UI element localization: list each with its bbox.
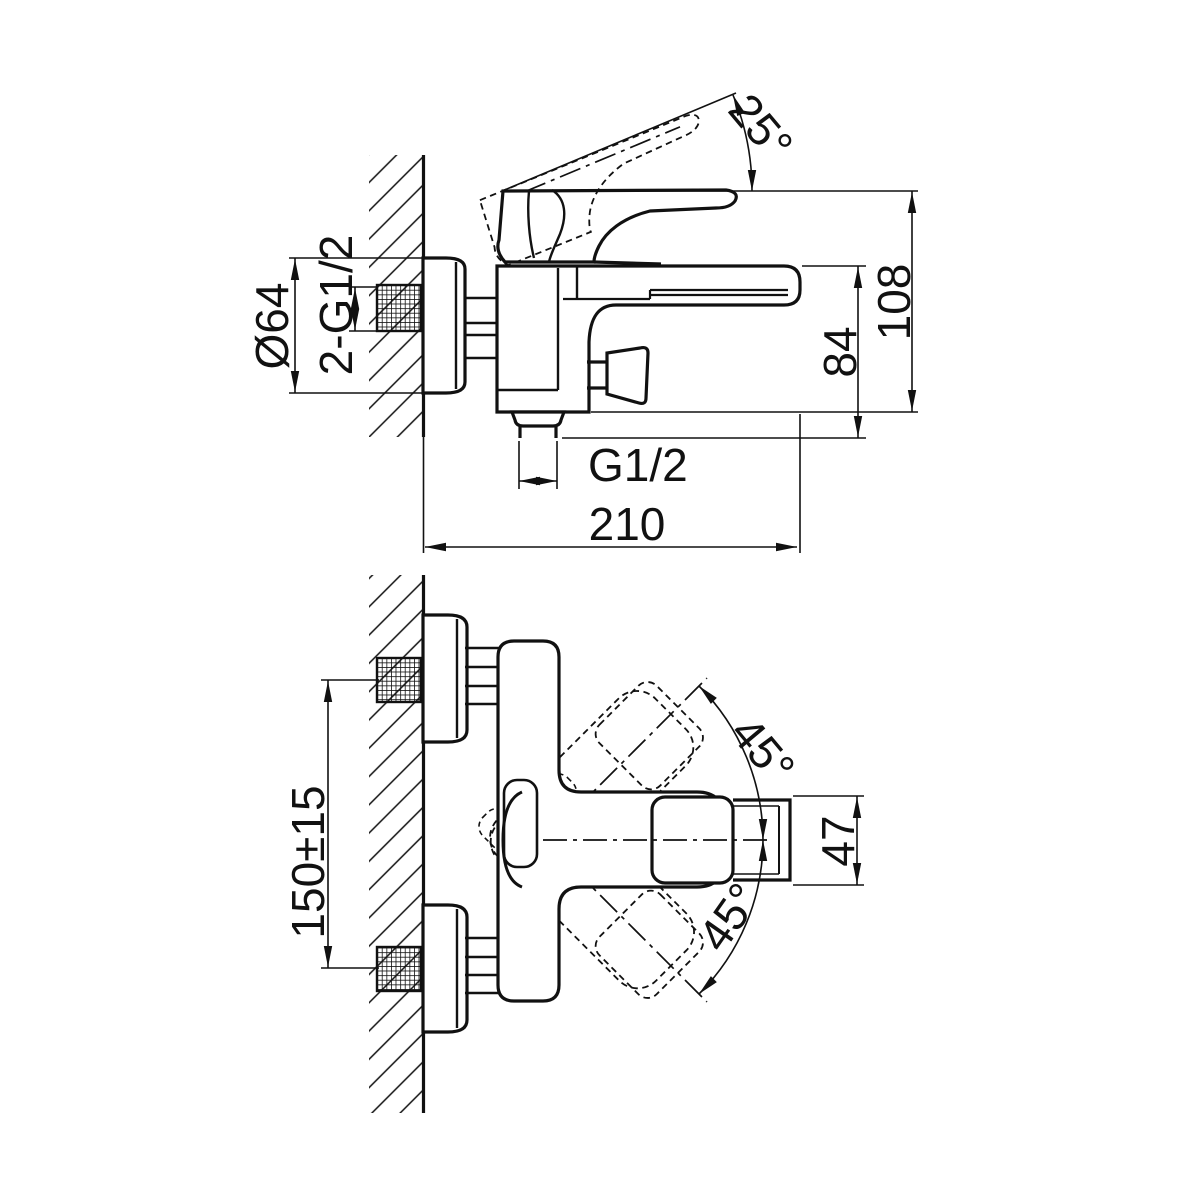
spout-rotated-down-dashed <box>479 767 710 1005</box>
label-handle-angle: 25° <box>719 84 804 171</box>
spout-rotated-up-dashed <box>472 675 710 906</box>
label-total-height: 108 <box>868 264 920 341</box>
wall-thread-block-side <box>375 283 423 333</box>
wall-thread-block-top <box>375 656 423 704</box>
wall-flange-top <box>421 613 469 744</box>
label-total-depth: 210 <box>589 498 666 550</box>
side-view-dimensions <box>289 92 918 553</box>
wall-flange-bottom <box>421 903 469 1034</box>
label-inlet-spacing: 150±15 <box>282 785 334 938</box>
wall-thread-block-bottom <box>375 945 423 993</box>
inlet-pipes-side <box>465 296 498 360</box>
label-swing-upper: 45° <box>721 707 806 794</box>
label-spout-height: 84 <box>814 326 866 377</box>
front-view <box>369 575 792 1113</box>
body-spout-front <box>496 639 725 1003</box>
label-flange-diameter: Ø64 <box>246 283 298 370</box>
faucet-body-spout <box>495 264 802 414</box>
label-outlet-thread: G1/2 <box>588 439 688 491</box>
side-view <box>369 110 802 553</box>
diverter-knob <box>605 345 650 406</box>
inlet-pipes-front <box>465 646 499 995</box>
outlet-collar <box>509 410 567 428</box>
label-wall-thread: 2-G1/2 <box>310 235 362 376</box>
handle-rotated-dashed <box>473 110 724 269</box>
wall-flange-side <box>421 256 467 395</box>
label-spout-width: 47 <box>812 815 864 866</box>
wall-hatch-front <box>369 575 423 1113</box>
